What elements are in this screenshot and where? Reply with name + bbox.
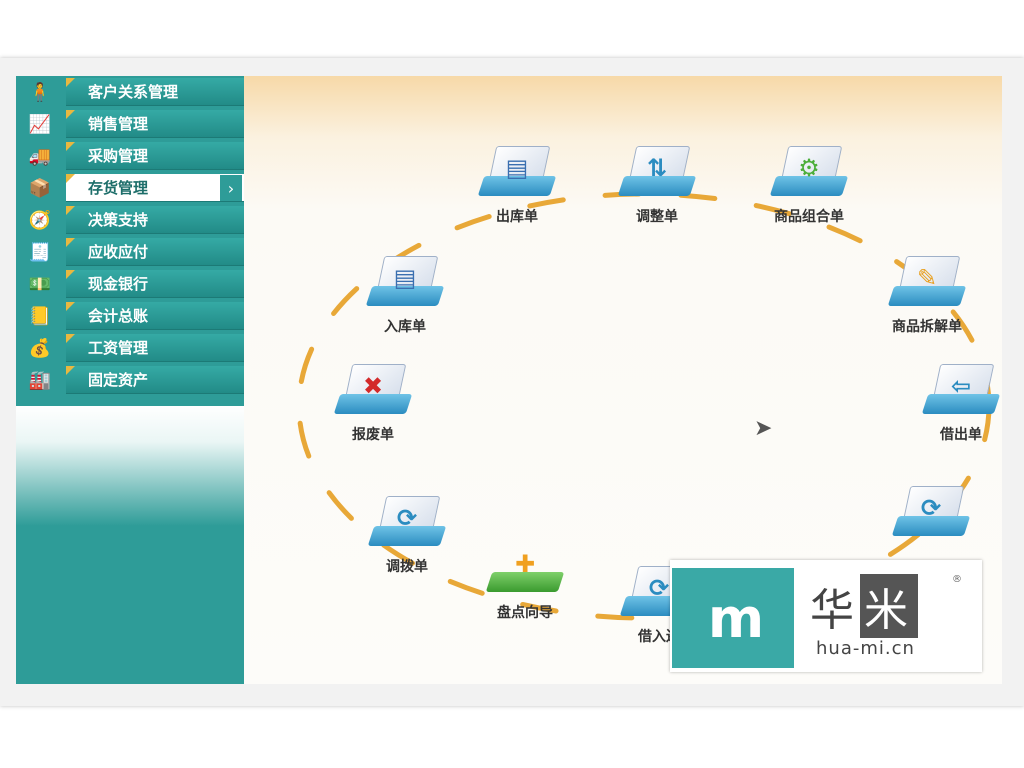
sidebar-item-cash[interactable]: 💵 现金银行: [16, 268, 244, 300]
sidebar-item-inventory[interactable]: 📦 存货管理 ›: [16, 172, 244, 204]
sidebar-item-label: 固定资产: [66, 366, 244, 394]
app-screen: 🧍 客户关系管理 📈 销售管理 🚚 采购管理 📦 存货管理 › 🧭 决策支持: [16, 76, 1002, 684]
node-return[interactable]: ⟳: [876, 486, 986, 546]
inbound-icon: ▤: [365, 256, 445, 310]
sidebar-item-label: 应收应付: [66, 238, 244, 266]
node-combine[interactable]: ⚙ 商品组合单: [754, 146, 864, 226]
receivable-icon: 🧾: [28, 241, 52, 263]
disassemble-icon: ✎: [887, 256, 967, 310]
chevron-right-icon[interactable]: ›: [220, 175, 242, 201]
combine-gears-icon: ⚙: [769, 146, 849, 200]
outbound-icon: ▤: [477, 146, 557, 200]
registered-mark: ®: [952, 574, 962, 585]
sidebar-item-label: 销售管理: [66, 110, 244, 138]
node-inbound[interactable]: ▤ 入库单: [350, 256, 460, 336]
watermark-mi: 米: [860, 574, 918, 638]
sidebar-item-salary[interactable]: 💰 工资管理: [16, 332, 244, 364]
customer-icon: 🧍: [28, 81, 52, 103]
node-adjust[interactable]: ⇅ 调整单: [602, 146, 712, 226]
borrow-return-icon: ⟳: [619, 566, 699, 620]
node-label: 商品组合单: [774, 209, 844, 225]
hua-mi-logo: m: [672, 568, 794, 668]
node-disassemble[interactable]: ✎ 商品拆解单: [872, 256, 982, 336]
salary-icon: 💰: [28, 337, 52, 359]
node-label: 借入还: [638, 629, 680, 645]
sidebar-item-label: 会计总账: [66, 302, 244, 330]
watermark: m 华米 ® hua-mi.cn: [670, 560, 982, 672]
sidebar-item-receivable[interactable]: 🧾 应收应付: [16, 236, 244, 268]
sidebar-item-label: 决策支持: [66, 206, 244, 234]
watermark-url: hua-mi.cn: [816, 638, 915, 659]
sidebar-item-label: 现金银行: [66, 270, 244, 298]
node-label: 借出单: [940, 427, 982, 443]
node-label: 盘点向导: [497, 605, 553, 621]
node-lend-out[interactable]: ⇦ 借出单: [906, 364, 1002, 444]
sidebar: 🧍 客户关系管理 📈 销售管理 🚚 采购管理 📦 存货管理 › 🧭 决策支持: [16, 76, 244, 684]
sidebar-item-purchase[interactable]: 🚚 采购管理: [16, 140, 244, 172]
node-label: 调整单: [636, 209, 678, 225]
sidebar-item-decision[interactable]: 🧭 决策支持: [16, 204, 244, 236]
sidebar-item-customer[interactable]: 🧍 客户关系管理: [16, 76, 244, 108]
cash-icon: 💵: [28, 273, 52, 295]
transfer-icon: ⟳: [367, 496, 447, 550]
sidebar-menu: 🧍 客户关系管理 📈 销售管理 🚚 采购管理 📦 存货管理 › 🧭 决策支持: [16, 76, 244, 396]
sidebar-item-label: 存货管理: [66, 174, 244, 202]
sidebar-item-label: 工资管理: [66, 334, 244, 362]
inventory-icon: 📦: [28, 177, 52, 199]
watermark-chinese: 华米: [810, 574, 918, 638]
node-outbound[interactable]: ▤ 出库单: [462, 146, 572, 226]
node-label: 调拨单: [386, 559, 428, 575]
return-icon: ⟳: [891, 486, 971, 540]
sales-chart-icon: 📈: [28, 113, 52, 135]
lend-out-icon: ⇦: [921, 364, 1001, 418]
node-label: 报废单: [352, 427, 394, 443]
node-label: 入库单: [384, 319, 426, 335]
node-label: 商品拆解单: [892, 319, 962, 335]
truck-icon: 🚚: [28, 145, 52, 167]
watermark-hua: 华: [810, 585, 860, 636]
sidebar-fade: [16, 406, 244, 526]
sidebar-item-label: 采购管理: [66, 142, 244, 170]
node-borrow-return[interactable]: ⟳ 借入还: [604, 566, 714, 646]
node-transfer[interactable]: ⟳ 调拨单: [352, 496, 462, 576]
decision-icon: 🧭: [28, 209, 52, 231]
scrap-x-icon: ✖: [333, 364, 413, 418]
sidebar-item-ledger[interactable]: 📒 会计总账: [16, 300, 244, 332]
stocktake-wizard-icon: ✚: [485, 542, 565, 596]
adjust-icon: ⇅: [617, 146, 697, 200]
node-stocktake[interactable]: ✚ 盘点向导: [470, 542, 580, 622]
ledger-icon: 📒: [28, 305, 52, 327]
sidebar-item-sales[interactable]: 📈 销售管理: [16, 108, 244, 140]
node-scrap[interactable]: ✖ 报废单: [318, 364, 428, 444]
mouse-cursor-icon: ➤: [754, 416, 773, 441]
node-label: 出库单: [496, 209, 538, 225]
sidebar-item-asset[interactable]: 🏭 固定资产: [16, 364, 244, 396]
sidebar-item-label: 客户关系管理: [66, 78, 244, 106]
asset-icon: 🏭: [28, 369, 52, 391]
